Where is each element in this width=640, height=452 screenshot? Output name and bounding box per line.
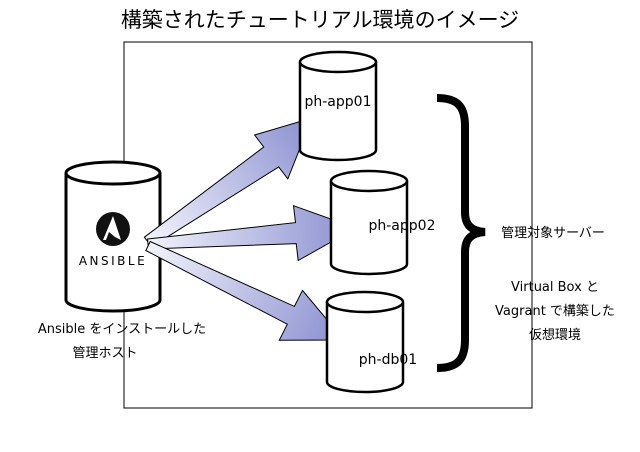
server-cylinder-top [325,290,405,314]
server-cylinder [329,181,409,276]
server-label: ph-app02 [369,218,436,234]
server-label: ph-app01 [305,94,372,110]
ansible-logo-glyph [103,216,121,240]
server-cylinder [298,62,378,162]
server-ph-app01: ph-app01 [298,50,378,162]
diagram-title: 構築されたチュートリアル環境のイメージ [121,8,519,32]
control-host: ANSIBLE [64,160,162,313]
server-ph-app02: ph-app02 [329,169,436,276]
arrow-to-ph-db01 [145,240,346,341]
group-note-line3: 仮想環境 [529,327,581,343]
server-cylinder-top [329,169,409,193]
group-note-line1: Virtual Box と [511,280,599,295]
server-cylinder [325,302,405,394]
server-label: ph-db01 [359,352,417,368]
control-host-caption-line1: Ansible をインストールした [38,322,206,337]
control-host-caption-line2: 管理ホスト [72,346,137,361]
ansible-logo-text: ANSIBLE [79,254,147,268]
group-label: 管理対象サーバー [501,226,605,241]
control-host-cylinder-top [64,160,162,186]
group-brace [436,94,486,372]
server-cylinder-top [298,50,378,74]
arrow-to-ph-app02 [147,204,358,262]
group-note-line2: Vagrant で構築した [495,304,615,319]
server-ph-db01: ph-db01 [325,290,417,394]
